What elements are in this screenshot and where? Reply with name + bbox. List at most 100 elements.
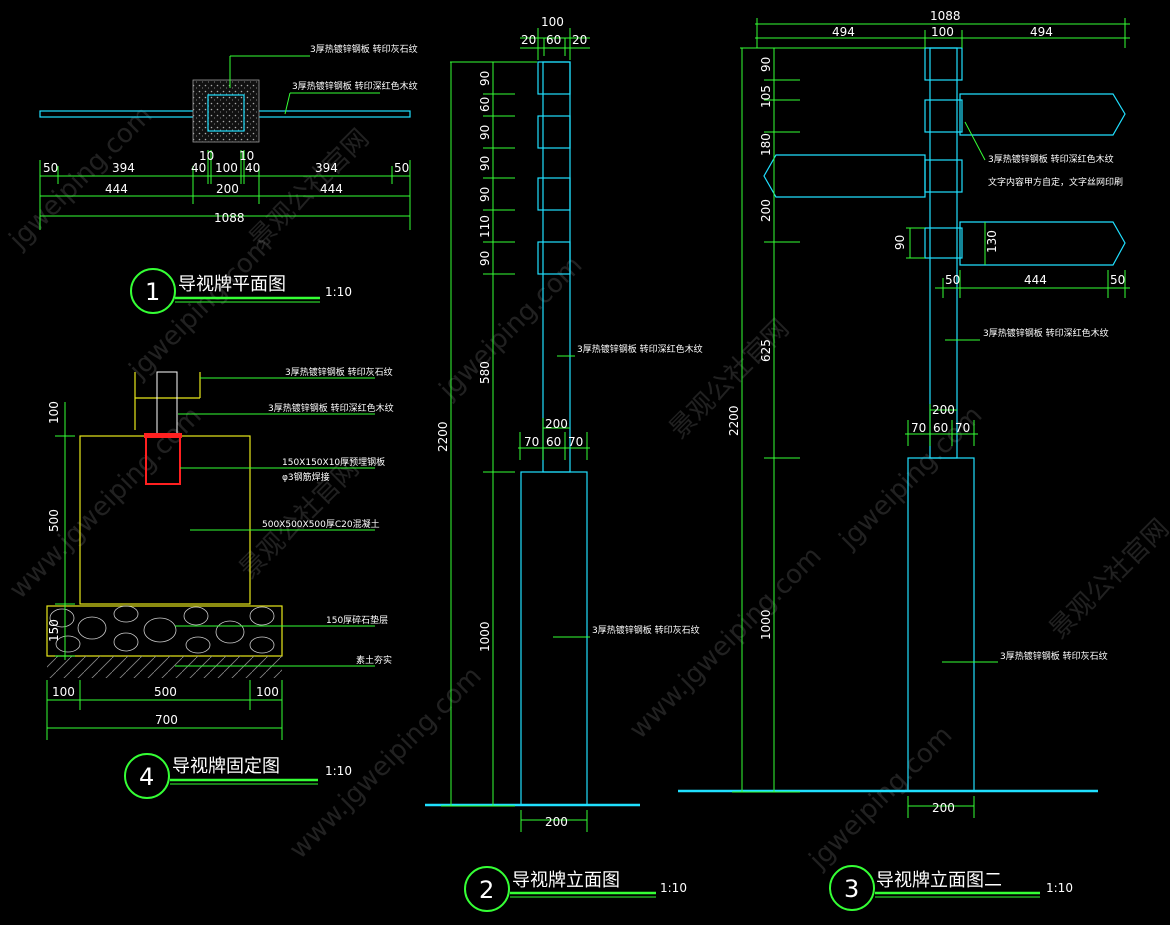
dim: 90 [478,251,492,266]
plan-scale: 1:10 [325,285,352,299]
dim: 40 [245,161,260,175]
dim: 2200 [727,405,741,436]
elev2-note-text: 文字内容甲方自定，文字丝网印刷 [988,176,1123,188]
elev2-number-circle [829,865,875,911]
elev1-number: 2 [479,876,494,904]
dim: 2200 [436,421,450,452]
elev2-band [924,47,963,81]
plan-number: 1 [145,278,160,306]
elevation-2: 1088 494 100 494 90 105 180 200 625 1000… [678,9,1130,911]
dim: 500 [154,685,177,699]
dim: 20 [572,33,587,47]
embedded-plate [144,433,182,438]
dim: 70 [568,435,583,449]
dim: 100 [541,15,564,29]
fixing-note: 150厚碎石垫层 [326,614,388,626]
dim: 50 [945,273,960,287]
fixing-number: 4 [139,763,154,791]
fixing-note: 3厚热镀锌钢板 转印灰石纹 [285,366,393,378]
dim: 494 [1030,25,1053,39]
elev1-title: 导视牌立面图 [512,870,620,891]
watermark: www.jgweiping.com [284,661,488,865]
watermark: 景观公社官网 [244,123,376,255]
elev2-sign-right-top [959,93,1126,136]
dim: 50 [1110,273,1125,287]
fixing-note: φ3钢筋焊接 [282,471,330,483]
dim: 100 [256,685,279,699]
elev2-scale: 1:10 [1046,881,1073,895]
elev2-number: 3 [844,875,859,903]
elev1-scale: 1:10 [660,881,687,895]
dim: 90 [759,57,773,72]
dim: 105 [759,85,773,108]
plan-note-stone: 3厚热镀锌钢板 转印灰石纹 [310,43,418,55]
dim: 70 [911,421,926,435]
watermark: 景观公社官网 [1044,513,1170,645]
dim: 625 [759,339,773,362]
elev1-band [537,241,571,275]
fixing-title: 导视牌固定图 [172,756,280,777]
dim: 700 [155,713,178,727]
watermark: jgweiping.com [3,100,158,255]
fixing-note: 150X150X10厚预埋钢板 [282,456,385,468]
plan-number-circle [130,268,176,314]
elev1-band [537,61,571,95]
plan-title: 导视牌平面图 [178,274,286,295]
dim: 20 [521,33,536,47]
elev2-note-wood: 3厚热镀锌钢板 转印深红色木纹 [988,153,1114,165]
dim: 40 [191,161,206,175]
dim: 444 [320,182,343,196]
elev2-band [924,227,963,259]
compacted-soil [47,656,282,678]
watermark: jgweiping.com [123,230,278,385]
elev1-band [537,115,571,149]
dim: 200 [545,417,568,431]
elevation-1: 100 20 60 20 90 60 90 90 90 110 90 580 1… [425,15,703,912]
fixing-detail: 3厚热镀锌钢板 转印灰石纹 3厚热镀锌钢板 转印深红色木纹 150X150X10… [46,366,394,799]
elev1-base [520,471,588,806]
dim: 110 [478,215,492,238]
dim: 200 [759,199,773,222]
dim: 10 [239,149,254,163]
fixing-scale: 1:10 [325,764,352,778]
plan-post [207,94,245,132]
dim: 150 [47,619,61,642]
dim: 90 [478,125,492,140]
dim: 60 [546,435,561,449]
dim: 100 [215,161,238,175]
elev2-note-wood2: 3厚热镀锌钢板 转印深红色木纹 [983,327,1109,339]
dim: 180 [759,133,773,156]
dim: 1000 [759,609,773,640]
dim: 494 [832,25,855,39]
elev2-band [924,99,963,133]
dim: 200 [932,801,955,815]
dim: 394 [315,161,338,175]
dim: 200 [545,815,568,829]
dim: 70 [955,421,970,435]
dim: 1088 [214,211,245,225]
dim: 60 [478,97,492,112]
dim: 60 [933,421,948,435]
plan-view: 3厚热镀锌钢板 转印灰石纹 3厚热镀锌钢板 转印深红色木纹 50 394 40 … [39,43,418,314]
dim: 130 [985,230,999,253]
dim: 90 [893,235,907,250]
dim: 90 [478,187,492,202]
dim: 1000 [478,621,492,652]
plan-base [192,79,260,143]
fixing-note: 500X500X500厚C20混凝土 [262,518,380,530]
fixing-number-circle [124,753,170,799]
elev2-note-stone: 3厚热镀锌钢板 转印灰石纹 [1000,650,1108,662]
dim: 70 [524,435,539,449]
dim: 200 [932,403,955,417]
dim: 50 [394,161,409,175]
dim: 100 [52,685,75,699]
elev2-post [929,47,958,459]
elev1-note-wood: 3厚热镀锌钢板 转印深红色木纹 [577,343,703,355]
dim: 90 [478,156,492,171]
gravel-layer [46,605,283,657]
fixing-note: 素土夯实 [356,654,392,666]
dim: 580 [478,361,492,384]
watermark: www.jgweiping.com [624,541,828,745]
dim: 50 [43,161,58,175]
